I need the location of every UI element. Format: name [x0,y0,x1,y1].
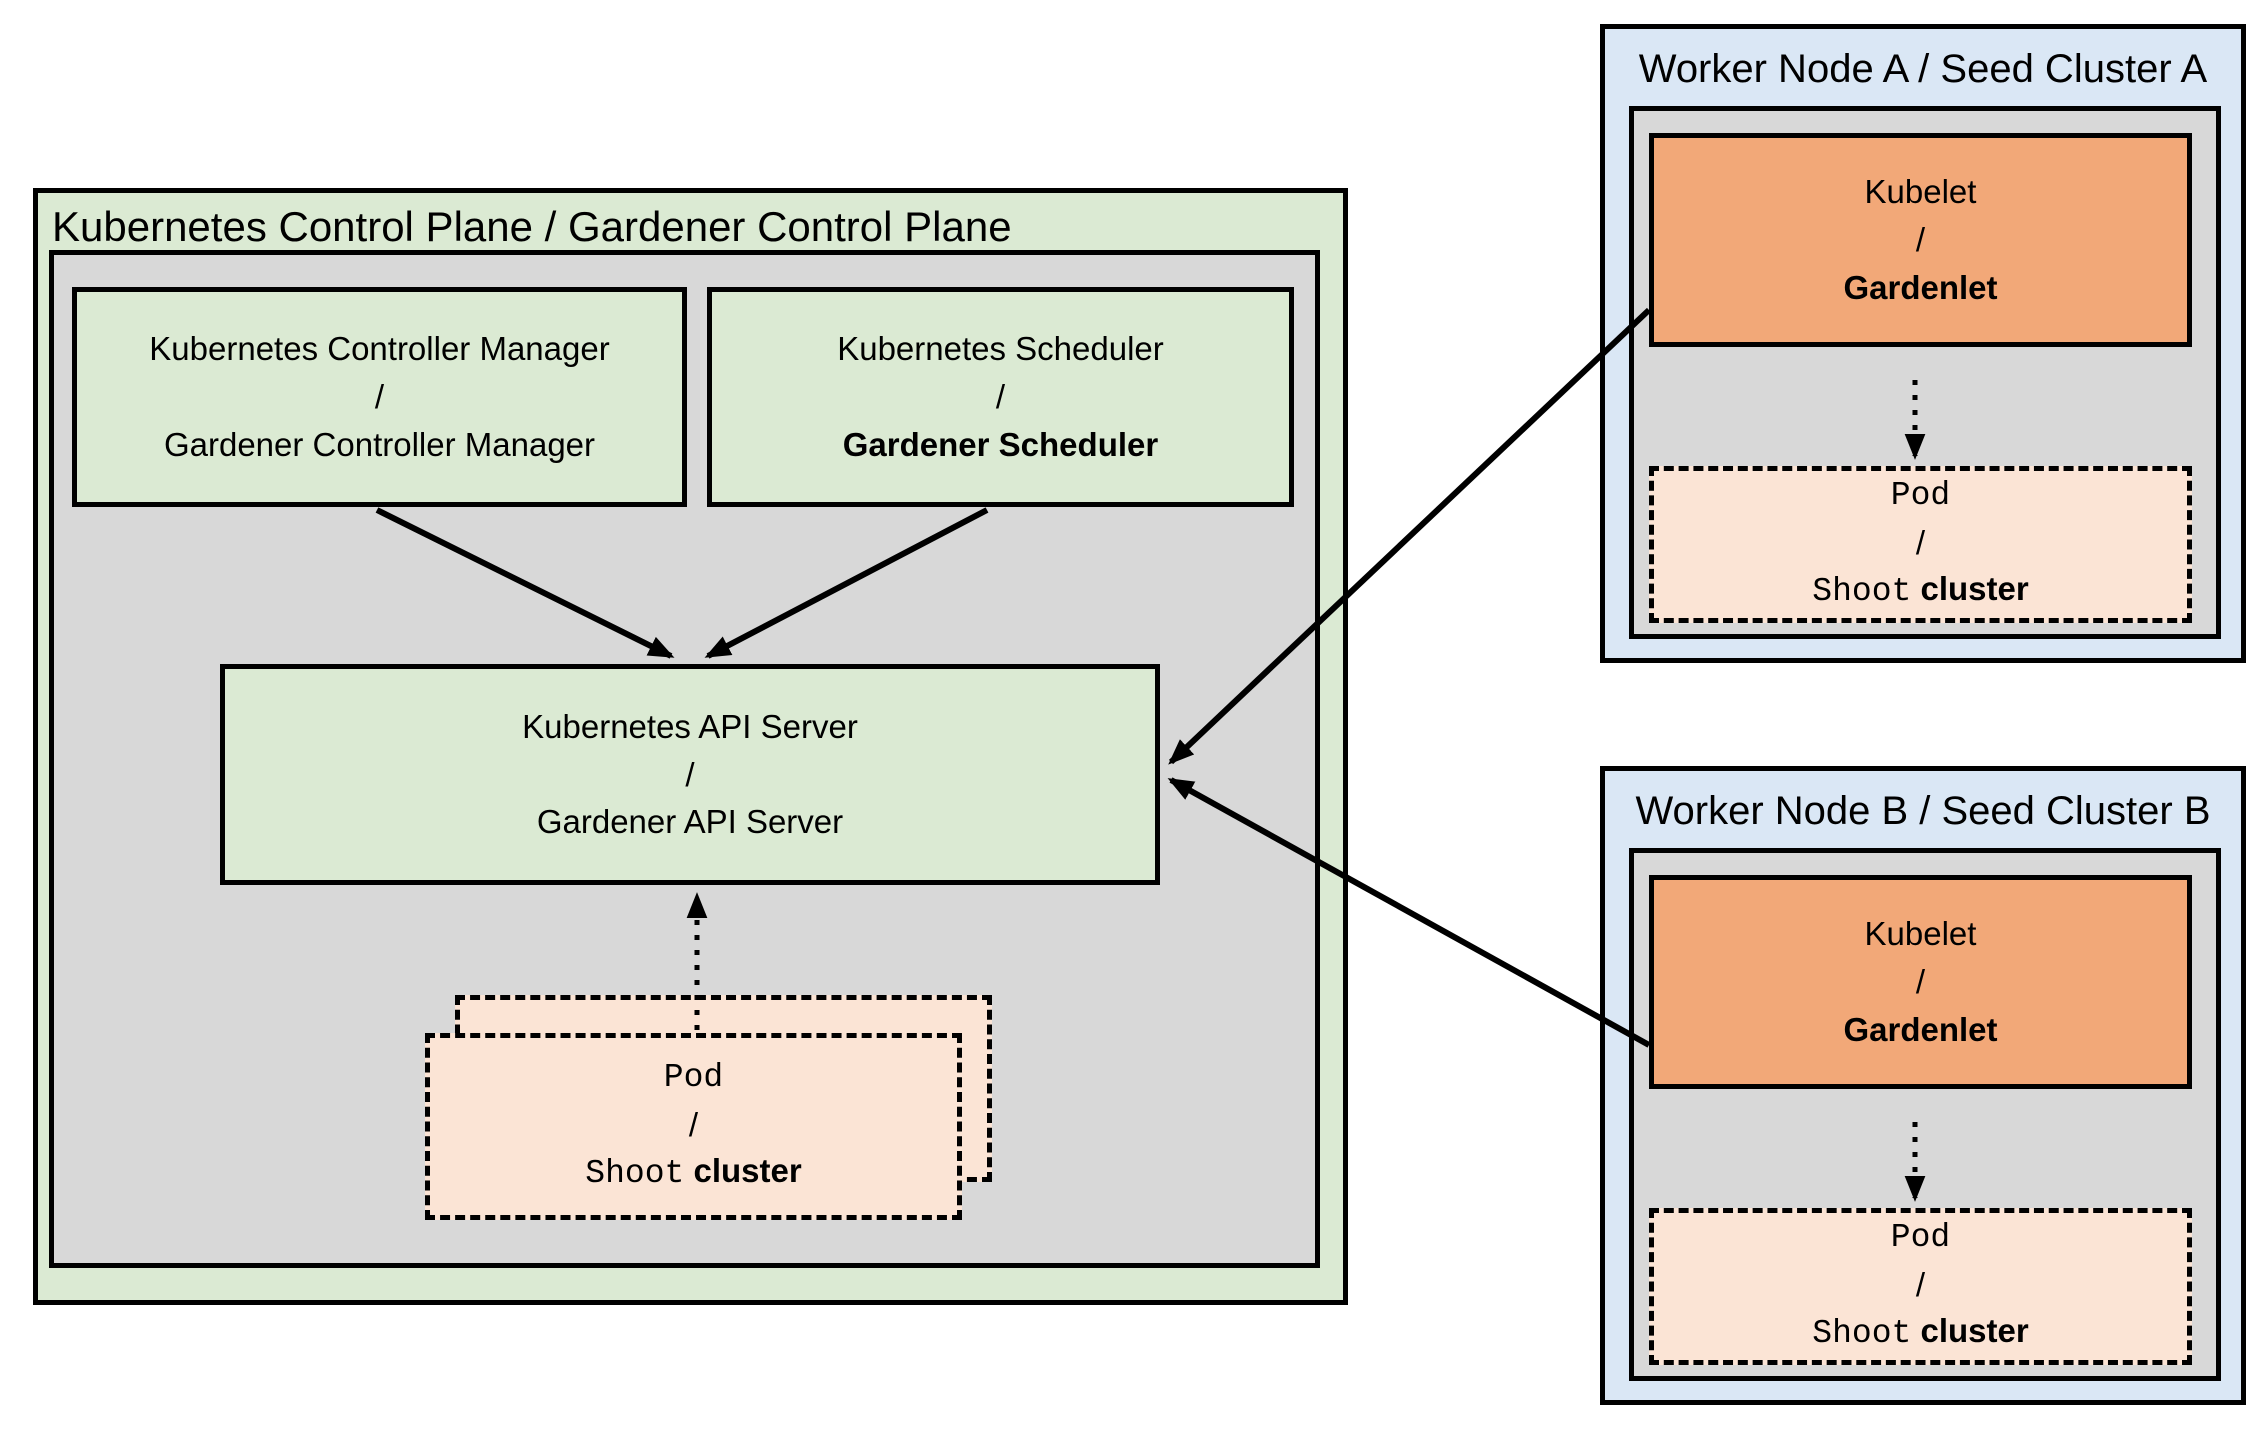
pod-b-shoot-label: Shoot [1812,1315,1912,1353]
pod-a-line1: Pod [1890,476,1951,514]
api-server-separator: / [685,755,695,793]
pod-a-cluster-label: cluster [1920,570,2029,608]
controller-manager-line1: Kubernetes Controller Manager [149,330,610,368]
pod-a-shoot-label: Shoot [1812,573,1912,611]
pod-b-box: Pod / Shoot cluster [1649,1208,2192,1365]
kubelet-a-line2: Gardenlet [1843,268,1998,306]
scheduler-box: Kubernetes Scheduler / Gardener Schedule… [707,287,1294,507]
pod-stack-shoot-label: Shoot [585,1155,685,1193]
pod-b-cluster-label: cluster [1920,1312,2029,1350]
pod-stack-front-box: Pod / Shoot cluster [425,1033,962,1220]
pod-a-separator: / [1915,523,1926,561]
pod-a-line2: Shoot cluster [1812,566,2028,616]
pod-stack-line2: Shoot cluster [585,1148,801,1198]
controller-manager-separator: / [374,378,385,416]
pod-b-line2: Shoot cluster [1812,1308,2028,1358]
pod-b-separator: / [1915,1265,1926,1303]
worker-node-b-title: Worker Node B / Seed Cluster B [1635,789,2211,833]
pod-stack-line1: Pod [663,1058,724,1096]
controller-manager-box: Kubernetes Controller Manager / Gardener… [72,287,687,507]
controller-manager-line2: Gardener Controller Manager [163,425,596,463]
kubelet-a-box: Kubelet / Gardenlet [1649,133,2192,347]
pod-a-box: Pod / Shoot cluster [1649,466,2192,623]
kubelet-a-separator: / [1915,221,1926,259]
kubelet-b-box: Kubelet / Gardenlet [1649,875,2192,1089]
control-plane-title: Kubernetes Control Plane / Gardener Cont… [52,203,1012,250]
pod-stack-separator: / [688,1105,699,1143]
scheduler-line2: Gardener Scheduler [842,425,1159,463]
api-server-line2: Gardener API Server [536,803,844,841]
kubelet-b-line2: Gardenlet [1843,1010,1998,1048]
pod-stack-cluster-label: cluster [693,1152,802,1190]
api-server-line1: Kubernetes API Server [522,707,858,745]
worker-node-a-title: Worker Node A / Seed Cluster A [1638,47,2208,91]
kubelet-b-line1: Kubelet [1864,915,1977,953]
pod-b-line1: Pod [1890,1218,1951,1256]
kubelet-a-line1: Kubelet [1864,173,1977,211]
api-server-box: Kubernetes API Server / Gardener API Ser… [220,664,1160,885]
scheduler-separator: / [995,378,1006,416]
scheduler-line1: Kubernetes Scheduler [837,330,1164,368]
kubelet-b-separator: / [1915,963,1926,1001]
